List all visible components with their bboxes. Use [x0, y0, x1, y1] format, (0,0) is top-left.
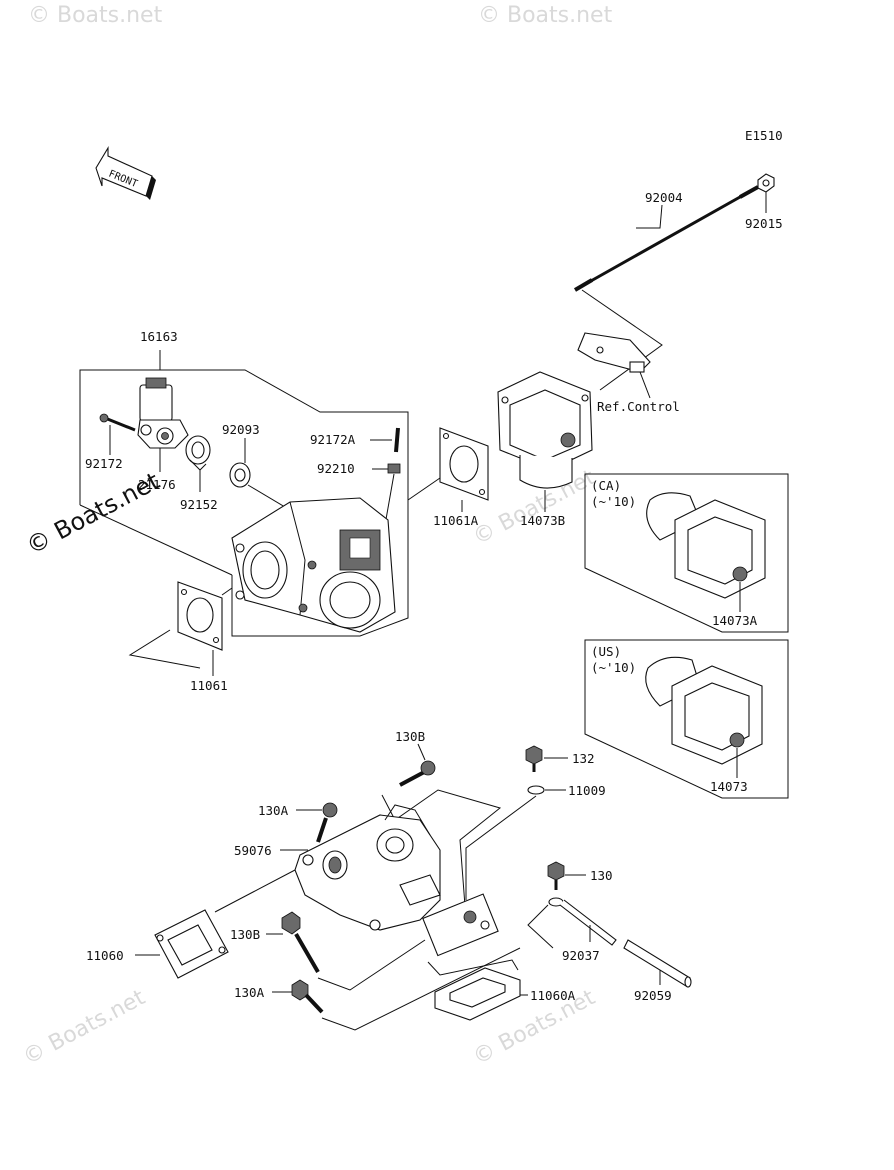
bolt-130B-top: [399, 760, 436, 787]
rod-92004: [573, 185, 761, 292]
throttle-body-group-frame: [79, 350, 409, 637]
washer-11009: [527, 785, 545, 795]
variant-us-region: (US): [591, 644, 621, 659]
part-label-132: 132: [572, 751, 595, 766]
part-label-16163: 16163: [140, 329, 178, 344]
watermark-tile: © Boats.net: [28, 3, 163, 28]
gasket-11060A: [434, 967, 521, 1021]
bolt-130B-bottom: [281, 911, 320, 974]
throttle-sensor-21176: [137, 377, 189, 449]
part-label-11060A: 11060A: [530, 988, 576, 1003]
diagram-code: E1510: [745, 128, 783, 143]
part-label-130B-bottom: 130B: [230, 927, 260, 942]
clip-92152: [185, 435, 211, 471]
part-label-11009: 11009: [568, 783, 606, 798]
screw-92172: [99, 413, 136, 432]
part-label-92015: 92015: [745, 216, 783, 231]
control-bracket: [577, 332, 651, 373]
front-arrow-icon: FRONT: [95, 146, 156, 200]
intake-joint-14073B: [497, 371, 593, 489]
part-label-11060: 11060: [86, 948, 124, 963]
part-label-21176: 21176: [138, 477, 176, 492]
part-label-92059: 92059: [634, 988, 672, 1003]
bolt-92172A: [394, 427, 400, 453]
part-label-92004: 92004: [645, 190, 683, 205]
part-label-92152: 92152: [180, 497, 218, 512]
part-label-130B-top: 130B: [395, 729, 425, 744]
part-label-14073: 14073: [710, 779, 748, 794]
part-label-130A-top: 130A: [258, 803, 289, 818]
watermark-tile: © Boats.net: [478, 3, 613, 28]
nut-92210: [387, 463, 401, 474]
part-label-11061: 11061: [190, 678, 228, 693]
part-label-130A-bottom: 130A: [234, 985, 265, 1000]
hose-92059: [623, 939, 692, 988]
part-label-92210: 92210: [317, 461, 355, 476]
part-label-14073A: 14073A: [712, 613, 758, 628]
variant-box-us: (US) (~'10) 14073: [584, 639, 789, 799]
part-label-130: 130: [590, 868, 613, 883]
watermark-tile: © Boats.net: [19, 985, 150, 1070]
washer-92093: [229, 462, 251, 488]
bolt-130A-top: [316, 802, 338, 843]
bolt-130: [547, 861, 565, 890]
part-label-92172: 92172: [85, 456, 123, 471]
part-label-92172A: 92172A: [310, 432, 356, 447]
bolt-132: [525, 745, 543, 772]
throttle-body: [231, 497, 396, 633]
gasket-11060: [154, 909, 229, 979]
part-label-92037: 92037: [562, 948, 600, 963]
bolt-130A-bottom: [291, 979, 324, 1014]
variant-box-ca: (CA) (~'10) 14073A: [584, 473, 789, 633]
variant-us-years: (~'10): [591, 660, 636, 675]
clamp-92037: [548, 897, 617, 946]
part-label-59076: 59076: [234, 843, 272, 858]
variant-ca-years: (~'10): [591, 494, 636, 509]
part-label-11061A: 11061A: [433, 513, 479, 528]
part-label-92093: 92093: [222, 422, 260, 437]
part-label-14073B: 14073B: [520, 513, 565, 528]
gasket-11061A: [439, 427, 489, 501]
intake-manifold: [294, 804, 499, 957]
variant-ca-region: (CA): [591, 478, 621, 493]
nut-92015: [757, 173, 775, 193]
gasket-11061: [177, 581, 223, 651]
ref-control-label: Ref.Control: [597, 399, 680, 414]
